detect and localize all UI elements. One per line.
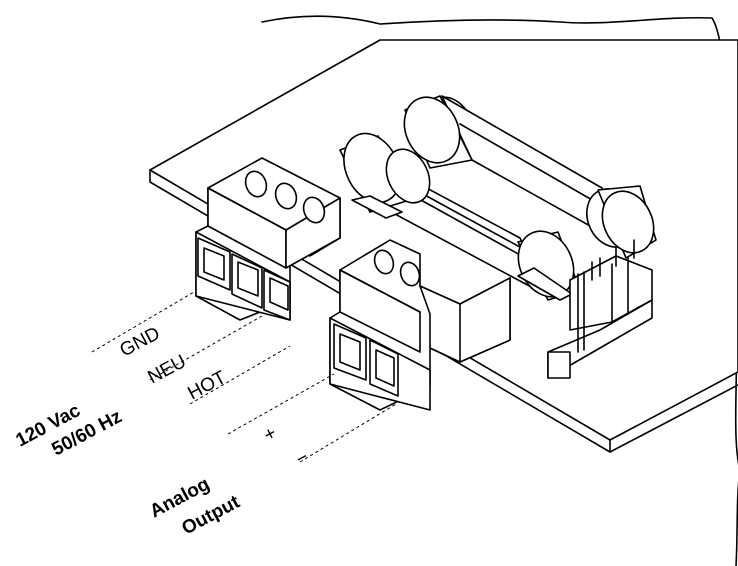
label-gnd: GND xyxy=(116,323,163,361)
leader-lines xyxy=(91,291,397,463)
label-minus: − xyxy=(292,447,312,471)
terminal-block-power xyxy=(195,157,341,321)
leader-minus xyxy=(299,403,397,463)
leader-plus xyxy=(227,373,335,435)
leader-hot xyxy=(189,345,291,405)
terminal-block-analog xyxy=(329,239,511,411)
label-plus: + xyxy=(260,423,280,447)
leader-gnd xyxy=(91,291,195,353)
jumper-header xyxy=(547,239,653,379)
label-hot: HOT xyxy=(184,367,230,405)
fuse-rear xyxy=(403,95,657,259)
fuse-front xyxy=(339,132,581,301)
label-neu: NEU xyxy=(144,351,189,388)
